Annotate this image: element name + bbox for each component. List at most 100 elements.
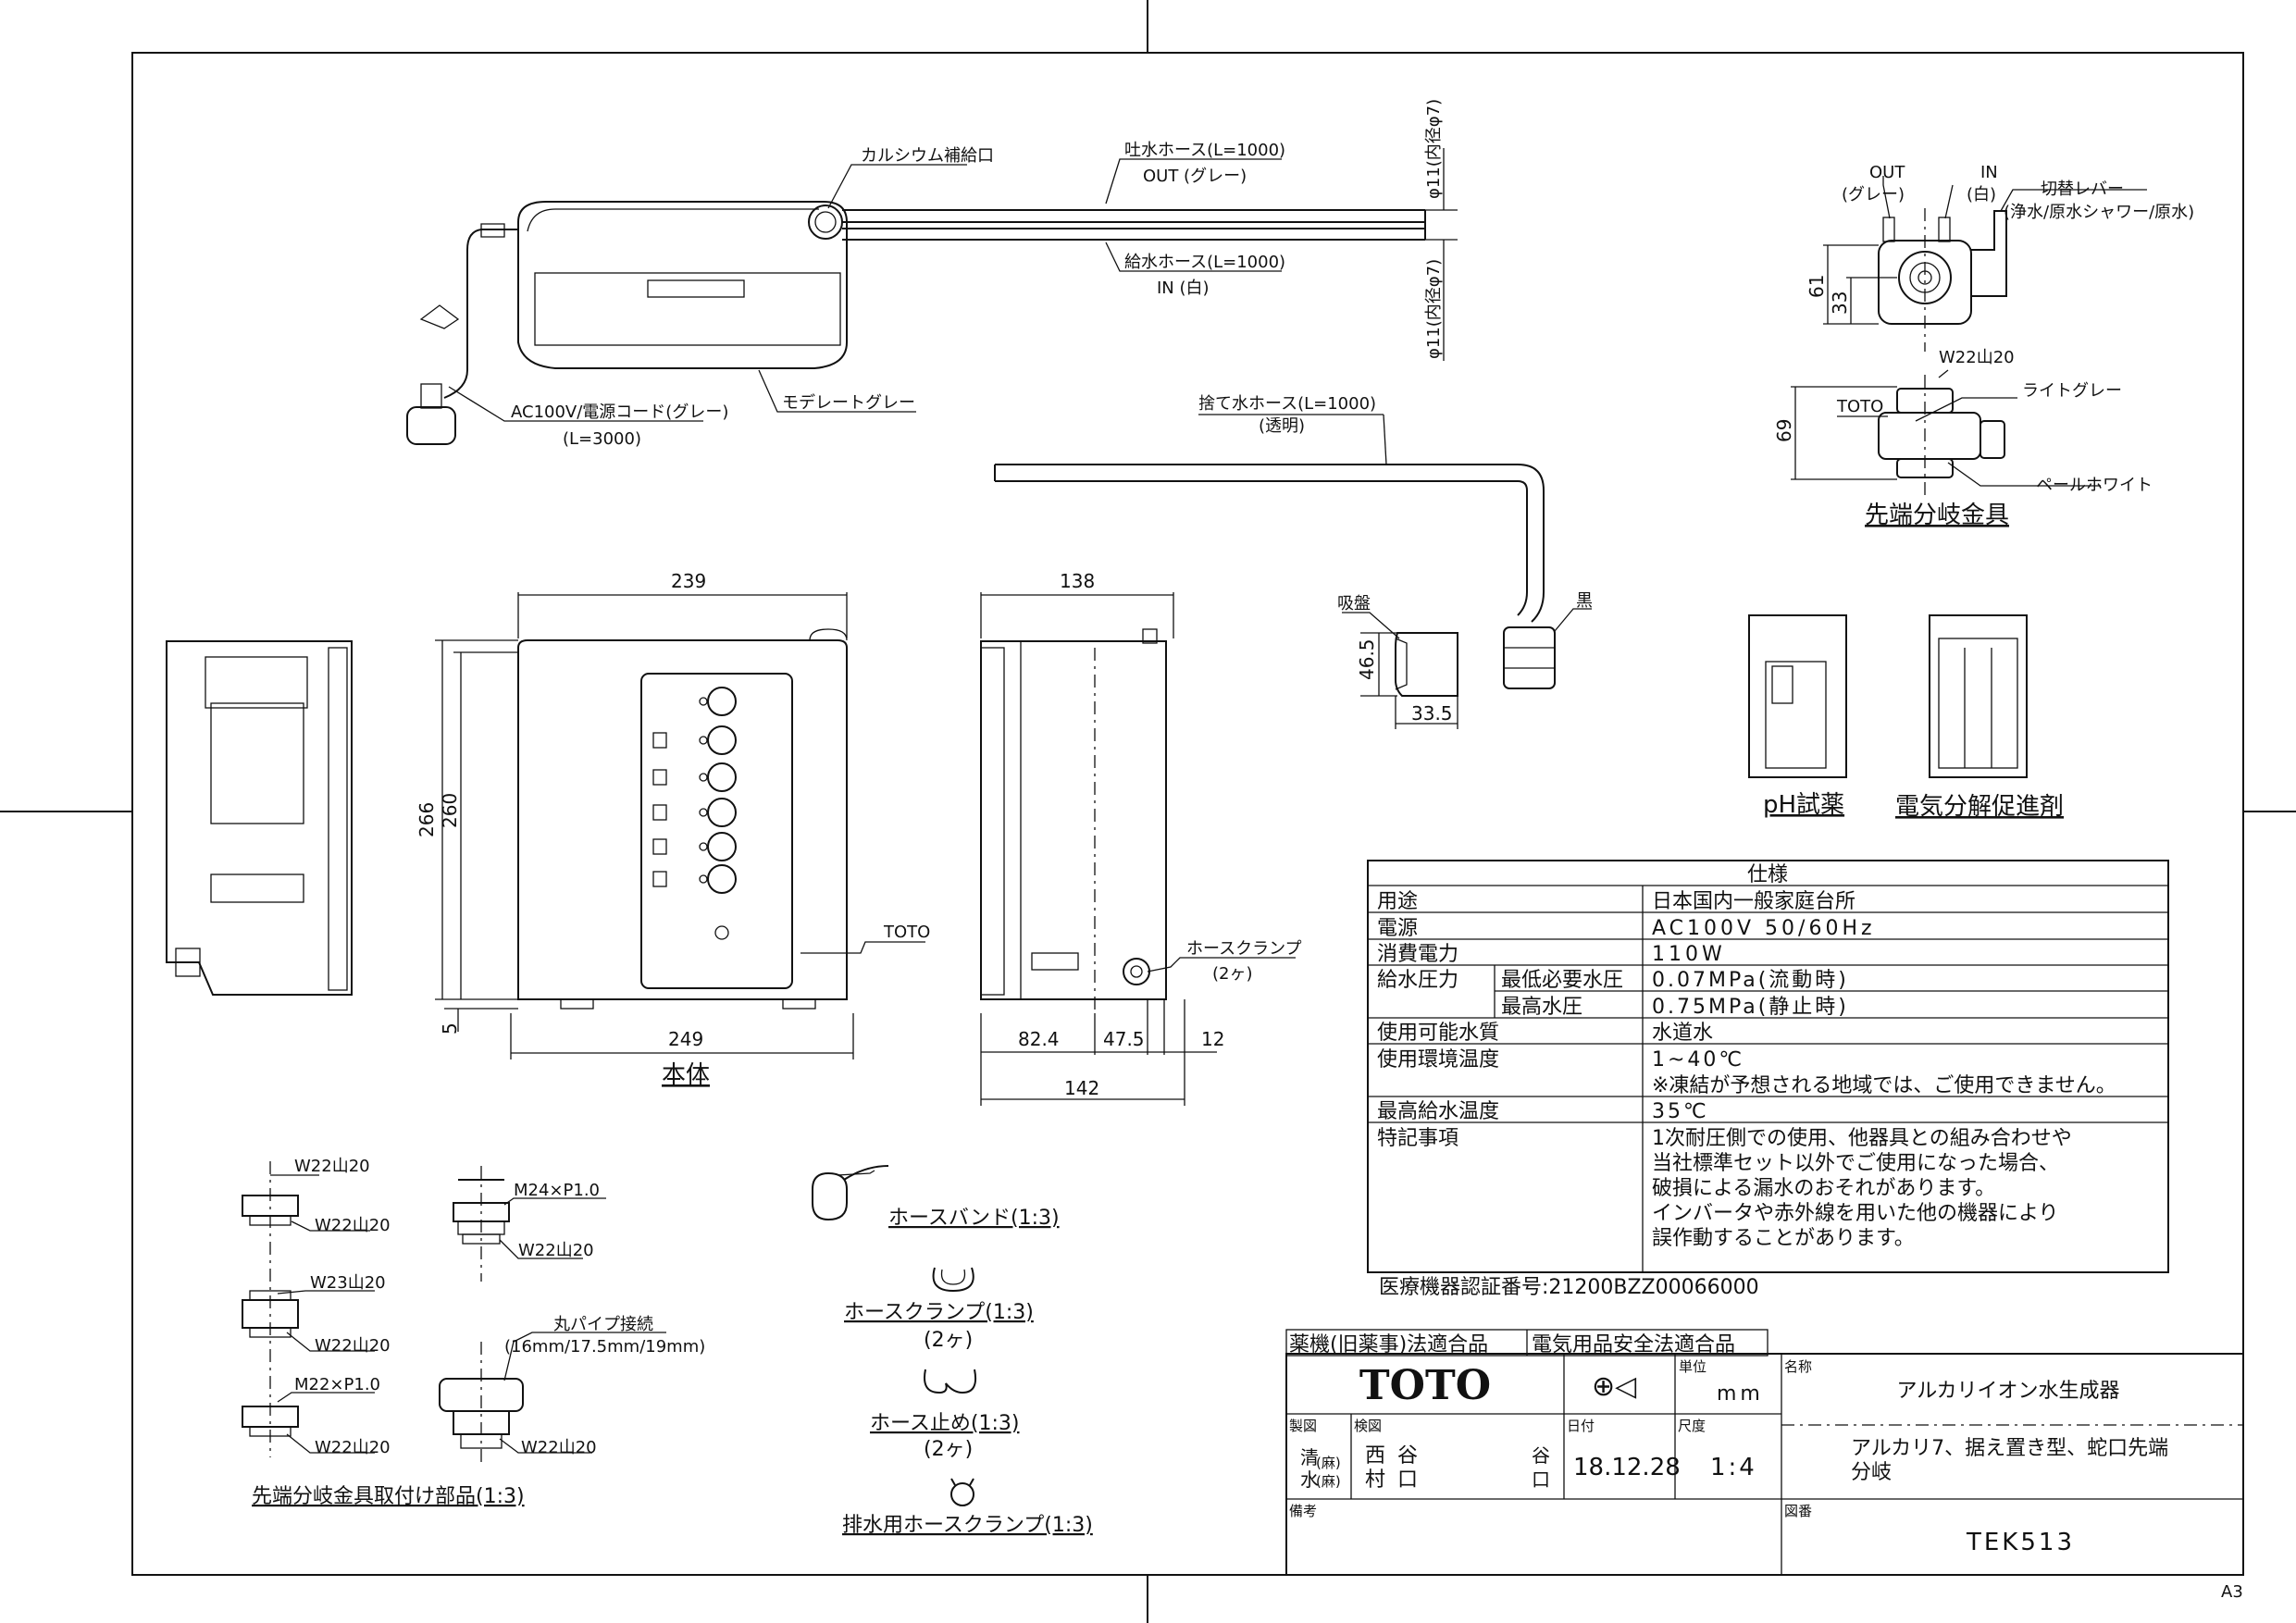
spec-note-line-4: インバータや赤外線を用いた他の機器により (1652, 1202, 2059, 1225)
dim-33-5: 33.5 (1411, 702, 1453, 725)
spec-label-use: 用途 (1377, 890, 1418, 913)
top-view (406, 148, 1458, 445)
checked-name-2: 村 (1365, 1468, 1385, 1492)
panel-indicator (699, 874, 708, 884)
part-hose-clamp-qty: (2ヶ) (924, 1329, 973, 1352)
label-ph-reagent: pH試薬 (1763, 791, 1844, 819)
title-block (1285, 1329, 2244, 1576)
faucet-pale-white: ペールホワイト (2036, 476, 2153, 495)
electrolysis-box (1929, 614, 2028, 778)
dim-266: 266 (416, 802, 438, 837)
checked-name-6: 口 (1532, 1468, 1550, 1491)
faucet-toto: TOTO (1836, 397, 1883, 416)
unit-label: 単位 (1679, 1358, 1706, 1375)
dim-142: 142 (1064, 1077, 1099, 1099)
callout-power-cord: AC100V/電源コード(グレー) (511, 403, 728, 422)
drawing-date: 18.12.28 (1573, 1454, 1681, 1481)
faucet-out-color: (グレー) (1842, 185, 1905, 204)
front-body (517, 639, 848, 1000)
panel-button (707, 725, 737, 755)
part-w22-a: W22山20 (294, 1157, 370, 1176)
callout-cord-length: (L=3000) (563, 429, 641, 449)
dim-138: 138 (1060, 570, 1095, 592)
spec-label-power: 電源 (1377, 917, 1418, 940)
spec-value-env-temp: 1~40℃ (1652, 1048, 1744, 1072)
part-w23: W23山20 (310, 1273, 386, 1293)
drawing-number: TEK513 (1966, 1529, 2075, 1556)
drawing-no-label: 図番 (1784, 1503, 1812, 1519)
cert-pharma: 薬機(旧薬事)法適合品 (1289, 1333, 1488, 1357)
panel-indicator (699, 697, 708, 706)
product-desc-2: 分岐 (1851, 1461, 1892, 1484)
callout-outlet-color: OUT (グレー) (1143, 167, 1247, 186)
callout-black: 黒 (1576, 591, 1593, 611)
drain-hose-clamp (1503, 626, 1556, 689)
spec-value-max-temp: 35℃ (1652, 1100, 1709, 1123)
unit-top-outline (517, 201, 848, 369)
hose-diameter-bottom: φ11(内径φ7) (1424, 259, 1444, 359)
control-panel (640, 673, 793, 989)
dim-249: 249 (668, 1028, 703, 1050)
toto-logo: TOTO (1359, 1362, 1491, 1409)
panel-button (707, 762, 737, 792)
faucet-out: OUT (1869, 163, 1905, 182)
panel-label-box (652, 732, 667, 749)
drawn-name-2: 水 (1300, 1468, 1319, 1491)
spec-label-water: 使用可能水質 (1377, 1022, 1499, 1045)
panel-button (707, 832, 737, 861)
spec-sub-min-pressure: 最低必要水圧 (1501, 969, 1623, 992)
date-label: 日付 (1567, 1418, 1595, 1434)
part-m24: M24×P1.0 (514, 1181, 600, 1200)
spec-note-line-5: 誤作動することがあります。 (1652, 1227, 1915, 1250)
panel-indicator (699, 842, 708, 851)
drawn-seal-1: (麻) (1316, 1455, 1341, 1471)
product-desc-1: アルカリ7、据え置き型、蛇口先端 (1851, 1437, 2168, 1460)
dim-12: 12 (1201, 1028, 1224, 1050)
panel-indicator (699, 736, 708, 745)
part-hose-stop: ホース止め(1:3) (870, 1412, 1019, 1435)
drawing-scale: 1:4 (1710, 1454, 1757, 1481)
callout-inlet-color: IN (白) (1157, 279, 1210, 298)
part-round-pipe-sizes: (16mm/17.5mm/19mm) (504, 1337, 705, 1357)
callout-toto-front: TOTO (883, 923, 930, 942)
faucet-light-gray: ライトグレー (2022, 381, 2122, 401)
spec-value-env-note: ※凍結が予想される地域では、ご使用できません。 (1652, 1074, 2116, 1097)
name-label: 名称 (1784, 1358, 1812, 1375)
drain-hose-view (994, 414, 1592, 729)
dim-46-5: 46.5 (1356, 638, 1378, 680)
plug (406, 406, 456, 445)
part-hose-stop-qty: (2ヶ) (924, 1438, 973, 1461)
hose-diameter-top: φ11(内径φ7) (1424, 99, 1444, 199)
dim-47-5: 47.5 (1103, 1028, 1145, 1050)
sheet-frame (131, 52, 2244, 1576)
right-side-view (980, 592, 1296, 1106)
cert-electrical: 電気用品安全法適合品 (1532, 1333, 1735, 1357)
callout-calcium-port: カルシウム補給口 (861, 146, 994, 166)
faucet-thread: W22山20 (1939, 348, 2015, 367)
faucet-branch-views (1791, 176, 2147, 500)
part-round-pipe: 丸パイプ接続 (553, 1315, 653, 1334)
part-w22-e: W22山20 (315, 1438, 391, 1457)
spec-value-water: 水道水 (1652, 1022, 1713, 1045)
callout-suction: 吸盤 (1337, 594, 1371, 613)
spec-note-line-2: 当社標準セット以外でご使用になった場合、 (1652, 1152, 2059, 1175)
part-w22-c: W22山20 (518, 1241, 594, 1260)
spec-title: 仕様 (1747, 863, 1788, 886)
spec-note-line-3: 破損による漏水のおそれがあります。 (1652, 1177, 1995, 1200)
spec-value-consumption: 110W (1652, 943, 1726, 966)
spec-label-notes: 特記事項 (1377, 1127, 1458, 1150)
dim-61: 61 (1806, 275, 1828, 298)
spec-value-max-pressure: 0.75MPa(静止時) (1652, 996, 1849, 1019)
projection-symbol: ⊕◁ (1592, 1370, 1636, 1403)
callout-body-color: モデレートグレー (782, 393, 915, 413)
checked-label: 検図 (1354, 1418, 1382, 1434)
faucet-lever: 切替レバー (2041, 180, 2124, 199)
spec-value-use: 日本国内一般家庭台所 (1652, 890, 1855, 913)
dim-82-4: 82.4 (1018, 1028, 1060, 1050)
callout-hose-clamp-qty: (2ヶ) (1212, 964, 1253, 984)
reagent-boxes (1748, 614, 2028, 778)
product-name: アルカリイオン水生成器 (1896, 1380, 2119, 1403)
panel-label-box (652, 871, 667, 887)
drawn-seal-2: (麻) (1316, 1473, 1341, 1490)
front-buttons (652, 687, 737, 940)
